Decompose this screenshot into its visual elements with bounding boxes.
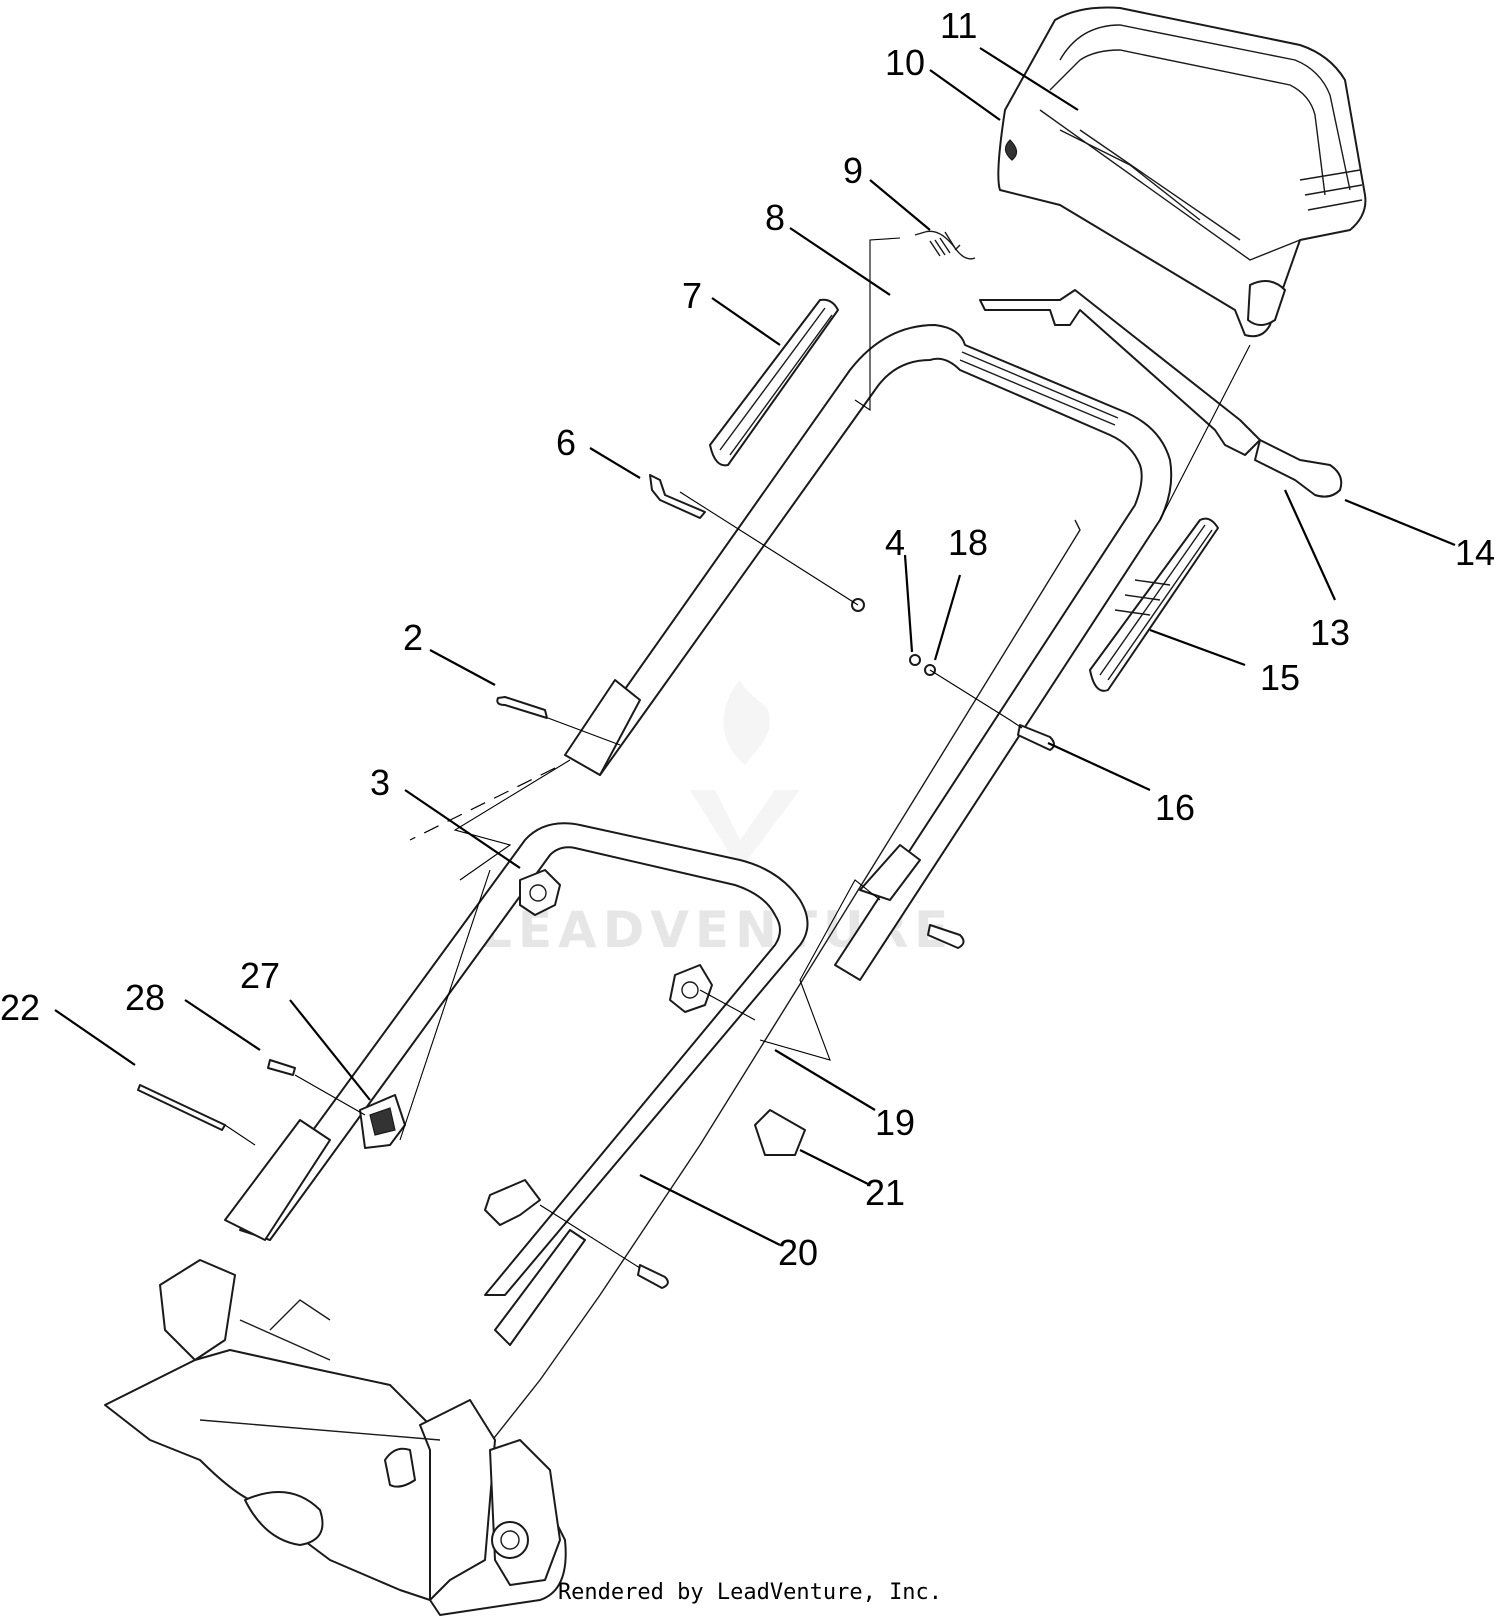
pin-22 (137, 1084, 226, 1131)
callout-6: 6 (556, 422, 576, 463)
handle-grip (997, 6, 1367, 338)
bail-rod (979, 289, 1261, 456)
callout-14: 14 (1455, 532, 1495, 573)
callout-11: 11 (940, 5, 977, 46)
lower-handle (224, 822, 809, 1346)
watermark-logo (690, 680, 800, 870)
callout-3: 3 (370, 762, 390, 803)
callout-22: 22 (0, 987, 40, 1028)
callout-2: 2 (403, 617, 423, 658)
spring (914, 230, 976, 260)
pin-6 (649, 474, 706, 519)
control-cable (414, 519, 1081, 1541)
bolt-16 (1017, 724, 1055, 751)
callout-18: 18 (948, 522, 988, 563)
callout-19: 19 (875, 1102, 915, 1143)
bolt-28 (267, 1059, 296, 1076)
callout-10: 10 (885, 42, 925, 83)
footer-credit: Rendered by LeadVenture, Inc. (557, 1580, 943, 1605)
callout-9: 9 (843, 150, 863, 191)
callout-28: 28 (125, 977, 165, 1018)
knob-mid (669, 964, 713, 1013)
bolt-mid (927, 924, 965, 949)
bracket-21 (754, 1109, 806, 1156)
bolt-2 (496, 696, 548, 719)
bail-pivot (1254, 439, 1343, 498)
callout-4: 4 (885, 522, 905, 563)
callout-labels: 11 10 9 8 7 6 2 3 4 18 14 13 15 16 19 21… (0, 5, 1495, 1273)
callout-13: 13 (1310, 612, 1350, 653)
callout-16: 16 (1155, 787, 1195, 828)
callout-8: 8 (765, 197, 785, 238)
nut-4 (909, 654, 921, 666)
control-bar-left (709, 298, 839, 467)
knob-upper (519, 869, 561, 916)
knob-27 (359, 1094, 406, 1149)
knob-lower (484, 1179, 541, 1226)
callout-27: 27 (240, 955, 280, 996)
callout-20: 20 (778, 1232, 818, 1273)
upper-handle (564, 324, 1173, 981)
mower-deck (104, 1259, 567, 1616)
assembly-lines (224, 237, 1251, 1269)
bolt-low (637, 1264, 669, 1289)
control-bar-right (1089, 517, 1219, 692)
callout-7: 7 (682, 275, 702, 316)
callout-21: 21 (865, 1172, 905, 1213)
callout-15: 15 (1260, 657, 1300, 698)
leader-lines (54, 47, 1456, 1246)
